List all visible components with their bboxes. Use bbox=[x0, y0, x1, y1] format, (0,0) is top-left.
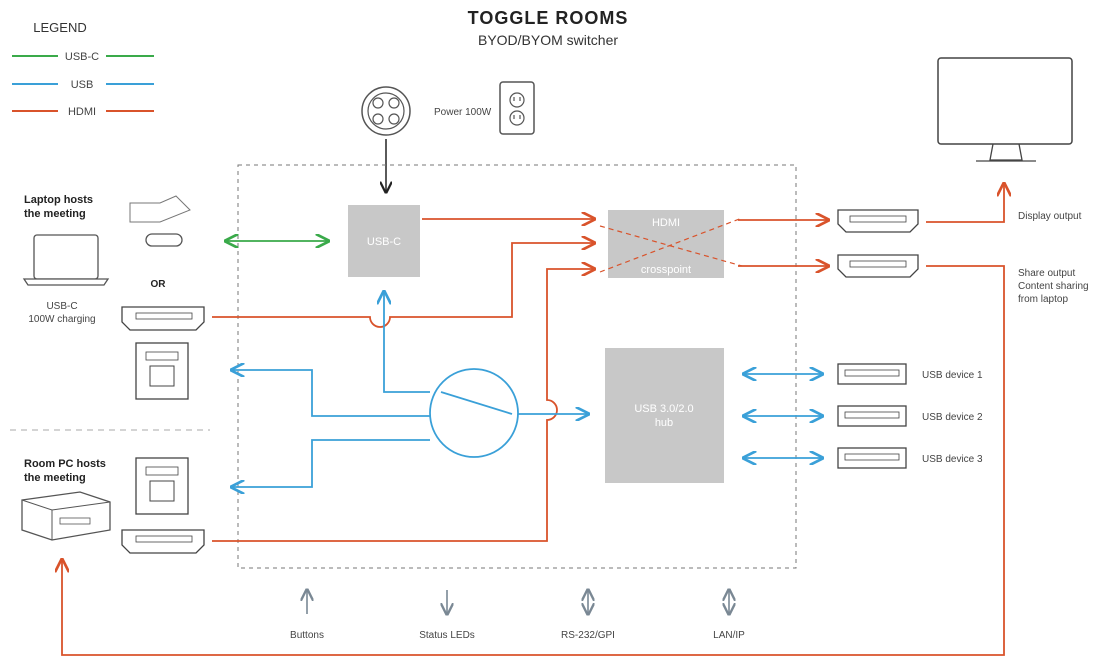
monitor-icon bbox=[937, 57, 1073, 162]
usb-device-2-label: USB device 2 bbox=[922, 412, 983, 423]
hdmi-line-to-monitor bbox=[926, 184, 1004, 223]
usb-line-to-usbc-block bbox=[384, 292, 430, 393]
laptop-caption-2: 100W charging bbox=[28, 314, 95, 325]
hdmi-line-laptop-to-crosspoint bbox=[212, 243, 594, 328]
hdmi-line-roompc-to-crosspoint bbox=[212, 269, 594, 542]
laptop-icon bbox=[22, 234, 110, 286]
laptop-hdmi-port-icon bbox=[121, 306, 205, 331]
usb-switch-circle bbox=[429, 368, 519, 458]
laptop-usb-b-port-icon bbox=[135, 342, 189, 400]
usb-hub-block bbox=[605, 348, 724, 483]
hdmi-port-share-icon bbox=[837, 254, 919, 278]
crosspoint-block-label: crosspoint bbox=[641, 264, 691, 276]
hdmi-port-display-icon bbox=[837, 209, 919, 233]
hdmi-crosspoint-block bbox=[608, 210, 724, 278]
share-output-label-3: from laptop bbox=[1018, 294, 1068, 305]
roompc-heading-1: Room PC hosts bbox=[24, 458, 106, 470]
crosspoint-line-1 bbox=[599, 225, 743, 267]
laptop-heading-2: the meeting bbox=[24, 208, 86, 220]
roompc-usb-b-port-icon bbox=[135, 457, 189, 515]
diagram-title: TOGGLE ROOMS bbox=[468, 8, 629, 28]
usb-line-to-roompc bbox=[232, 439, 430, 487]
usbc-port-icon bbox=[145, 233, 183, 247]
share-output-label-2: Content sharing bbox=[1018, 281, 1089, 292]
power-outlet-icon bbox=[499, 81, 535, 135]
display-output-label: Display output bbox=[1018, 211, 1082, 222]
power-label: Power 100W bbox=[434, 107, 492, 118]
status-leds-label: Status LEDs bbox=[419, 630, 475, 641]
legend: LEGEND USB-C USB HDMI bbox=[12, 20, 154, 118]
usb-device-3-label: USB device 3 bbox=[922, 454, 983, 465]
or-label: OR bbox=[151, 279, 167, 290]
usbc-block bbox=[348, 205, 420, 277]
laptop-caption-1: USB-C bbox=[46, 301, 77, 312]
roompc-heading-2: the meeting bbox=[24, 472, 86, 484]
usb-a-port-3-icon bbox=[837, 447, 907, 469]
crosspoint-line-2 bbox=[599, 217, 743, 273]
usb-a-port-1-icon bbox=[837, 363, 907, 385]
lan-label: LAN/IP bbox=[713, 630, 745, 641]
usb-a-port-2-icon bbox=[837, 405, 907, 427]
legend-label-usbc: USB-C bbox=[65, 51, 99, 63]
laptop-heading-1: Laptop hosts bbox=[24, 194, 93, 206]
rs232-label: RS-232/GPI bbox=[561, 630, 615, 641]
power-cable-icon bbox=[129, 195, 191, 223]
legend-label-hdmi: HDMI bbox=[68, 106, 96, 118]
hdmi-line-share-to-roompc bbox=[62, 265, 1005, 656]
usb-line-to-laptop bbox=[232, 370, 430, 417]
share-output-label-1: Share output bbox=[1018, 268, 1075, 279]
legend-label-usb: USB bbox=[71, 79, 94, 91]
hub-block-label-1: USB 3.0/2.0 bbox=[634, 403, 693, 415]
legend-heading: LEGEND bbox=[33, 20, 86, 35]
hdmi-block-label: HDMI bbox=[652, 217, 680, 229]
roompc-hdmi-port-icon bbox=[121, 529, 205, 554]
usb-switch-lever bbox=[440, 391, 513, 415]
usbc-block-label: USB-C bbox=[367, 236, 401, 248]
room-pc-icon bbox=[21, 491, 111, 541]
hub-block-label-2: hub bbox=[655, 417, 673, 429]
power-connector-icon bbox=[361, 86, 411, 136]
usb-device-1-label: USB device 1 bbox=[922, 370, 983, 381]
diagram-subtitle: BYOD/BYOM switcher bbox=[478, 32, 618, 48]
buttons-label: Buttons bbox=[290, 630, 324, 641]
